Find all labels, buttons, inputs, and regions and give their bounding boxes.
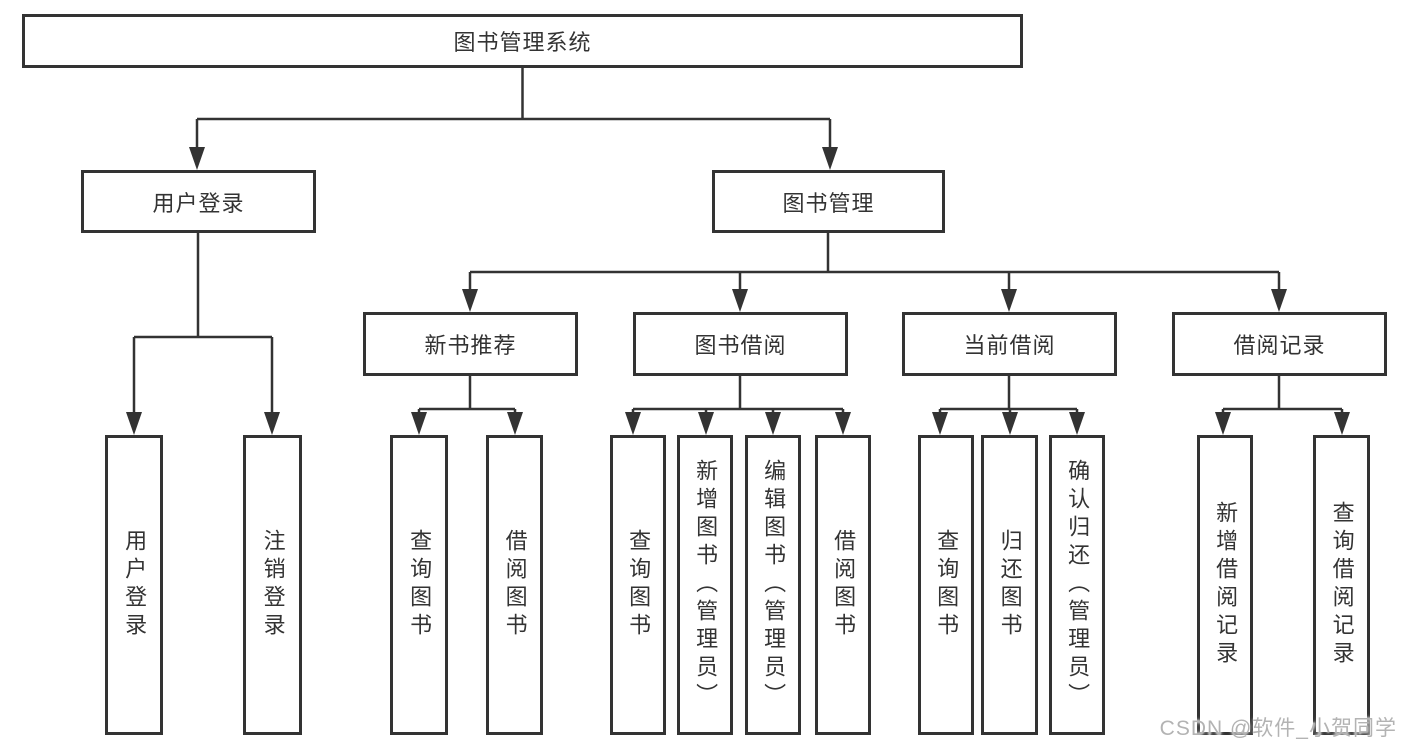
node-current-borrowing-label: 当前借阅 (963, 333, 1056, 358)
node-current-borrowing: 当前借阅 (902, 312, 1117, 376)
leaf-logout-label: 注销登录 (260, 529, 286, 641)
leaf-borrow-books-borrowing-label: 借阅图书 (831, 529, 857, 641)
leaf-borrow-books-recommend: 借阅图书 (486, 435, 543, 735)
node-book-borrowing: 图书借阅 (633, 312, 848, 376)
watermark: CSDN @软件_小贺同学 (1159, 717, 1397, 740)
leaf-confirm-return-admin: 确认归还（管理员） (1049, 435, 1105, 735)
leaf-edit-books-admin-label: 编辑图书（管理员） (761, 459, 787, 711)
leaf-query-borrow-record: 查询借阅记录 (1313, 435, 1370, 735)
leaf-user-login-label: 用户登录 (122, 529, 148, 641)
leaf-query-borrow-record-label: 查询借阅记录 (1329, 501, 1355, 669)
leaf-edit-books-admin: 编辑图书（管理员） (745, 435, 801, 735)
node-book-management-label: 图书管理 (782, 190, 875, 216)
leaf-query-books-recommend-label: 查询图书 (407, 529, 433, 641)
node-book-borrowing-label: 图书借阅 (694, 333, 787, 358)
node-new-book-recommend: 新书推荐 (363, 312, 578, 376)
leaf-confirm-return-admin-label: 确认归还（管理员） (1065, 459, 1091, 711)
leaf-return-books-label: 归还图书 (997, 529, 1023, 641)
node-borrowing-records: 借阅记录 (1172, 312, 1387, 376)
leaf-query-books-current-label: 查询图书 (934, 529, 960, 641)
leaf-query-books-recommend: 查询图书 (390, 435, 448, 735)
leaf-query-books-borrowing: 查询图书 (610, 435, 666, 735)
leaf-user-login: 用户登录 (105, 435, 163, 735)
leaf-add-books-admin-label: 新增图书（管理员） (693, 459, 719, 711)
node-new-book-recommend-label: 新书推荐 (424, 333, 517, 358)
node-library-system-label: 图书管理系统 (453, 30, 592, 55)
leaf-borrow-books-borrowing: 借阅图书 (815, 435, 871, 735)
node-library-system: 图书管理系统 (22, 14, 1023, 68)
leaf-logout: 注销登录 (243, 435, 302, 735)
leaf-borrow-books-recommend-label: 借阅图书 (502, 529, 528, 641)
leaf-add-borrow-record: 新增借阅记录 (1197, 435, 1253, 735)
node-user-login-label: 用户登录 (152, 190, 245, 216)
leaf-query-books-current: 查询图书 (918, 435, 974, 735)
node-borrowing-records-label: 借阅记录 (1233, 333, 1326, 358)
leaf-query-books-borrowing-label: 查询图书 (626, 529, 652, 641)
leaf-add-borrow-record-label: 新增借阅记录 (1213, 501, 1239, 669)
leaf-add-books-admin: 新增图书（管理员） (677, 435, 733, 735)
node-book-management: 图书管理 (712, 170, 945, 233)
node-user-login: 用户登录 (81, 170, 316, 233)
leaf-return-books: 归还图书 (981, 435, 1038, 735)
